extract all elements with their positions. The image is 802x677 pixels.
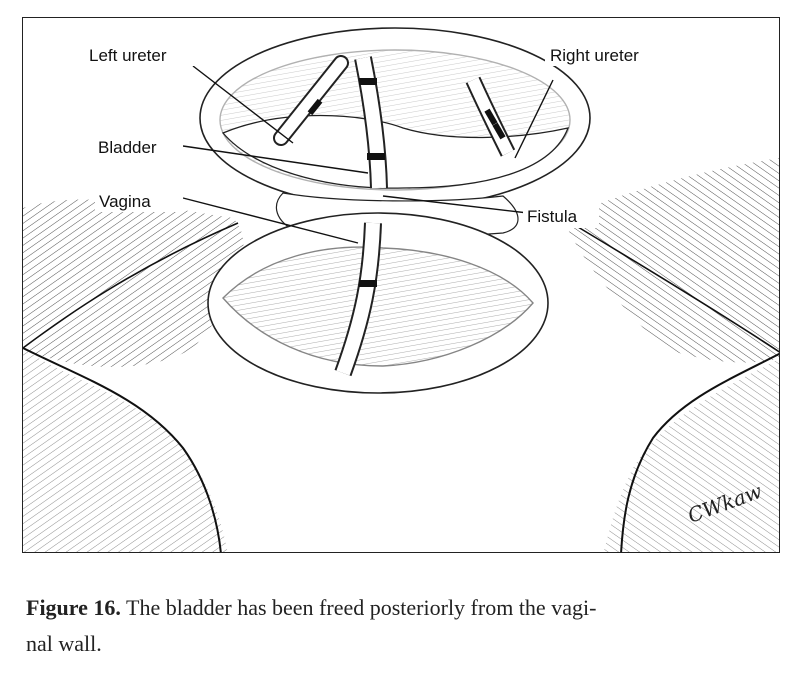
right-leg-outline bbox=[620, 352, 779, 552]
left-lower-region bbox=[23, 348, 228, 552]
left-leg-outline bbox=[23, 347, 222, 552]
figure-frame: CWkaw Left ureter Right ureter Bladder V… bbox=[22, 17, 780, 553]
right-lower-region bbox=[603, 359, 779, 552]
bladder-tissue bbox=[221, 114, 570, 189]
label-right-ureter: Right ureter bbox=[550, 46, 639, 65]
right-ureter-catheter bbox=[465, 76, 516, 157]
leader-right-ureter bbox=[514, 79, 554, 159]
leader-bladder bbox=[182, 145, 369, 174]
caption-label: Figure 16. bbox=[26, 595, 121, 620]
leader-left-ureter bbox=[192, 65, 294, 144]
left-fold-outline bbox=[23, 222, 239, 349]
label-fistula: Fistula bbox=[527, 207, 578, 226]
vagina-catheter bbox=[334, 222, 382, 377]
leader-vagina bbox=[182, 197, 359, 244]
figure-caption: Figure 16. The bladder has been freed po… bbox=[26, 590, 776, 662]
label-bladder: Bladder bbox=[98, 138, 157, 157]
leader-fistula bbox=[382, 195, 529, 214]
caption-text-line2: nal wall. bbox=[26, 631, 102, 656]
right-fold-outline bbox=[562, 217, 779, 353]
center-catheter bbox=[354, 56, 388, 189]
vagina-field bbox=[222, 246, 534, 367]
label-left-ureter: Left ureter bbox=[89, 46, 167, 65]
left-thigh-region bbox=[23, 199, 244, 367]
left-ureter-catheter bbox=[273, 55, 349, 146]
right-thigh-region bbox=[563, 158, 779, 363]
surgical-illustration: CWkaw Left ureter Right ureter Bladder V… bbox=[23, 27, 779, 552]
label-vagina: Vagina bbox=[99, 192, 151, 211]
caption-text-line1: The bladder has been freed posteriorly f… bbox=[126, 595, 597, 620]
